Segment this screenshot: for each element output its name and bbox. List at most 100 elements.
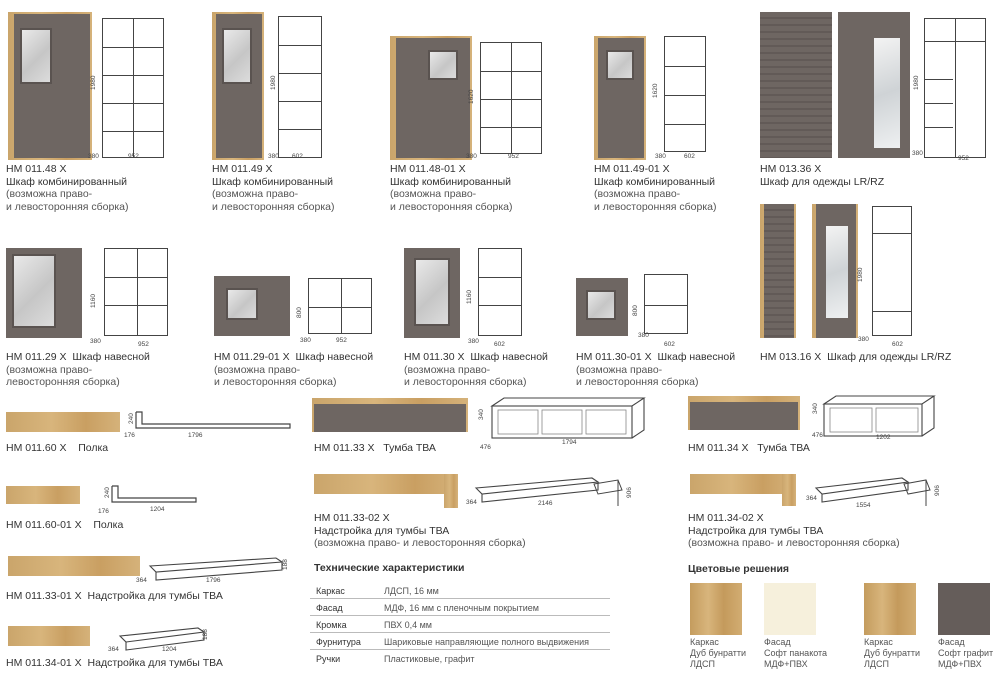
product-note: и левосторонняя сборка) bbox=[212, 200, 335, 213]
dim-height: 906 bbox=[626, 487, 633, 498]
swatch-label: Каркас bbox=[864, 637, 893, 647]
line-drawing bbox=[118, 627, 206, 651]
mirror-icon bbox=[874, 38, 900, 148]
swatch-label: Дуб бунратти bbox=[690, 648, 747, 658]
product-caption: НМ 011.48 Х Шкаф комбинированный (возмож… bbox=[6, 163, 129, 213]
product-name: Надстройка для тумбы ТВА bbox=[87, 657, 223, 669]
dim-width: 1204 bbox=[150, 506, 165, 513]
product-photo bbox=[444, 474, 458, 508]
line-drawing bbox=[308, 278, 372, 334]
dim-width: 952 bbox=[128, 153, 139, 160]
dim-width: 1796 bbox=[188, 432, 203, 439]
dim-depth: 476 bbox=[812, 432, 823, 439]
swatch-label: МДФ+ПВХ bbox=[938, 659, 982, 669]
product-caption: НМ 011.49-01 Х Шкаф комбинированный (воз… bbox=[594, 163, 717, 213]
line-drawing bbox=[111, 485, 197, 503]
line-drawing bbox=[102, 18, 164, 158]
product-code: НМ 011.30-01 Х bbox=[576, 351, 652, 363]
product-note: (возможна право- bbox=[404, 363, 491, 376]
product-name: Тумба ТВА bbox=[383, 442, 436, 454]
dim-depth: 176 bbox=[98, 508, 109, 515]
product-caption: НМ 013.16 Х Шкаф для одежды LR/RZ bbox=[760, 351, 951, 364]
tech-key: Каркас bbox=[316, 586, 345, 596]
product-caption: НМ 013.36 Х Шкаф для одежды LR/RZ bbox=[760, 163, 884, 188]
tech-value: Пластиковые, графит bbox=[384, 654, 475, 664]
swatch-graphite bbox=[938, 583, 990, 635]
product-caption: НМ 011.30-01 Х Шкаф навесной (возможна п… bbox=[576, 351, 735, 389]
line-drawing bbox=[872, 206, 912, 336]
dim-depth: 380 bbox=[268, 153, 279, 160]
dim-depth: 380 bbox=[88, 153, 99, 160]
glass-door-icon bbox=[222, 28, 252, 84]
line-drawing bbox=[474, 477, 623, 506]
dim-width: 952 bbox=[958, 155, 969, 162]
dim-height: 800 bbox=[296, 307, 303, 318]
product-code: НМ 011.49-01 Х bbox=[594, 163, 670, 175]
swatch-caption: Фасад Софт панакота МДФ+ПВХ bbox=[764, 637, 827, 670]
line-drawing bbox=[478, 248, 522, 336]
product-caption: НМ 011.33 Х Тумба ТВА bbox=[314, 442, 436, 455]
glass-door-icon bbox=[20, 28, 52, 84]
dim-height: 1620 bbox=[652, 83, 659, 98]
dim-width: 602 bbox=[664, 341, 675, 348]
line-drawing bbox=[278, 16, 322, 158]
product-photo bbox=[8, 626, 90, 646]
glass-door-icon bbox=[428, 50, 458, 80]
colors-title: Цветовые решения bbox=[688, 563, 790, 575]
product-caption: НМ 011.49 Х Шкаф комбинированный (возмож… bbox=[212, 163, 335, 213]
tech-value: МДФ, 16 мм с пленочным покрытием bbox=[384, 603, 539, 613]
tech-key: Ручки bbox=[316, 654, 341, 664]
product-name: Шкаф для одежды LR/RZ bbox=[760, 175, 885, 188]
swatch-label: ЛДСП bbox=[864, 659, 889, 669]
dim-height: 800 bbox=[632, 305, 639, 316]
dim-width: 1204 bbox=[162, 646, 177, 653]
swatch-caption: Каркас Дуб бунратти ЛДСП bbox=[690, 637, 746, 670]
dim-depth: 380 bbox=[858, 336, 869, 343]
product-011-48 bbox=[6, 12, 166, 162]
dim-height: 1980 bbox=[270, 75, 277, 90]
product-013-16 bbox=[760, 204, 920, 340]
product-code: НМ 011.29-01 Х bbox=[214, 351, 290, 363]
dim-height: 188 bbox=[202, 629, 209, 640]
dim-width: 1794 bbox=[562, 439, 577, 446]
product-code: НМ 011.29 Х bbox=[6, 351, 67, 363]
product-note: (возможна право- bbox=[6, 363, 93, 376]
product-code: НМ 011.60-01 Х bbox=[6, 519, 82, 531]
tech-key: Фурнитура bbox=[316, 637, 361, 647]
dim-width: 2146 bbox=[538, 500, 553, 507]
product-photo bbox=[690, 474, 794, 494]
product-note: и левосторонняя сборка) bbox=[390, 200, 513, 213]
product-note: (возможна право- bbox=[390, 188, 477, 200]
product-note: левосторонняя сборка) bbox=[6, 376, 120, 388]
product-caption: НМ 011.60 Х Полка bbox=[6, 442, 108, 455]
product-facade bbox=[690, 402, 798, 430]
line-drawing bbox=[814, 477, 931, 506]
dim-depth: 380 bbox=[912, 150, 923, 157]
dim-width: 602 bbox=[292, 153, 303, 160]
glass-door-icon bbox=[606, 50, 634, 80]
line-drawing bbox=[480, 42, 542, 154]
dim-height: 1980 bbox=[90, 75, 97, 90]
dim-depth: 380 bbox=[468, 338, 479, 345]
dim-width: 1202 bbox=[876, 434, 891, 441]
swatch-label: Софт панакота bbox=[764, 648, 828, 658]
tech-row: Ручки Пластиковые, графит bbox=[310, 650, 610, 667]
tech-value: ПВХ 0,4 мм bbox=[384, 620, 432, 630]
product-011-30 bbox=[404, 248, 534, 340]
line-drawing bbox=[490, 397, 646, 439]
glass-door-icon bbox=[12, 254, 56, 328]
product-caption: НМ 011.30 Х Шкаф навесной (возможна прав… bbox=[404, 351, 548, 389]
product-caption: НМ 011.33-02 Х Надстройка для тумбы ТВА … bbox=[314, 512, 526, 550]
product-code: НМ 011.49 Х bbox=[212, 163, 273, 175]
product-name: Шкаф комбинированный bbox=[6, 175, 128, 188]
product-note: и левосторонняя сборка) bbox=[404, 376, 527, 388]
dim-depth: 380 bbox=[655, 153, 666, 160]
product-code: НМ 011.33-01 Х bbox=[6, 590, 82, 602]
line-drawing bbox=[644, 274, 688, 334]
product-013-36 bbox=[760, 12, 990, 160]
dim-depth: 380 bbox=[300, 337, 311, 344]
dim-depth: 380 bbox=[90, 338, 101, 345]
product-caption: НМ 011.29-01 Х Шкаф навесной (возможна п… bbox=[214, 351, 373, 389]
line-drawing bbox=[104, 248, 168, 336]
product-name: Шкаф комбинированный bbox=[594, 175, 716, 188]
